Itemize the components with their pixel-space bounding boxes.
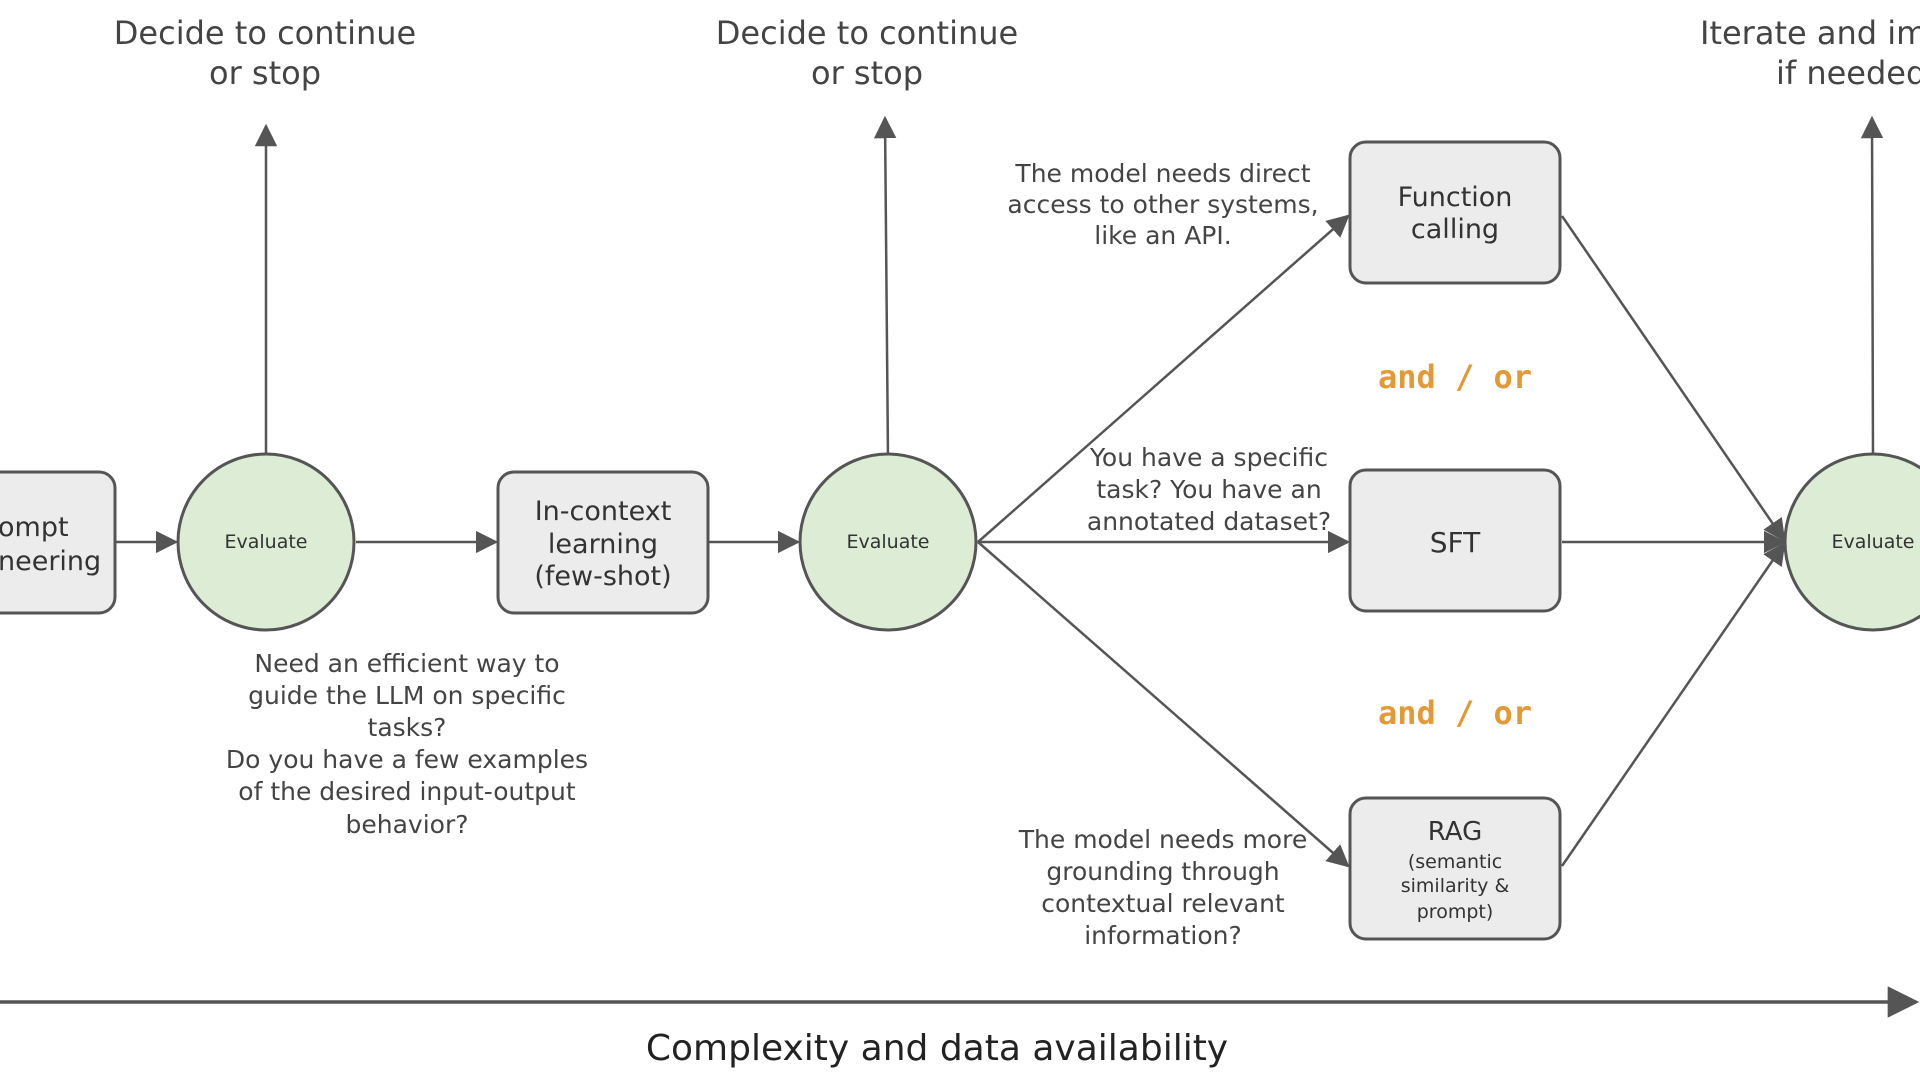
rag-detail-line-2: similarity & [1401, 875, 1510, 897]
prompt-engineering-label-line-2: neering [0, 546, 101, 577]
arrow-evaluate-3-up [1860, 115, 1884, 461]
function-calling-annotation-line-2: access to other systems, [1007, 190, 1318, 219]
rag-annotation-line-3: contextual relevant [1041, 889, 1285, 918]
top-label-left-line-2: or stop [209, 54, 321, 92]
arrow-function-calling-to-evaluate-3 [1560, 215, 1786, 542]
prompt-engineering-label-line-1: ompt [0, 512, 69, 543]
few-shot-annotation-line-2: guide the LLM on specific [248, 681, 566, 710]
in-context-label-line-2: learning [548, 529, 658, 560]
in-context-label-line-1: In-context [535, 496, 672, 527]
and-or-label-lower: and / or [1378, 694, 1532, 732]
sft-label: SFT [1430, 526, 1481, 559]
sft-annotation: You have a specific task? You have an an… [1087, 443, 1331, 536]
few-shot-annotation-line-5: of the desired input-output [238, 777, 576, 806]
sft-annotation-line-1: You have a specific [1089, 443, 1328, 472]
top-label-right-line-2: if needed [1776, 54, 1920, 92]
top-label-middle: Decide to continue or stop [716, 14, 1018, 92]
arrow-evaluate-2-to-rag [977, 541, 1350, 868]
evaluate-node-3: Evaluate [1783, 452, 1920, 632]
rag-detail-line-1: (semantic [1408, 851, 1502, 873]
few-shot-annotation-line-3: tasks? [368, 713, 447, 742]
arrow-rag-to-evaluate-3 [1560, 542, 1786, 867]
function-calling-annotation-line-1: The model needs direct [1014, 159, 1310, 188]
top-label-right-line-1: Iterate and imp [1700, 14, 1920, 52]
complexity-axis-label: Complexity and data availability [646, 1028, 1228, 1069]
few-shot-annotation: Need an efficient way to guide the LLM o… [226, 649, 588, 839]
prompt-engineering-box: ompt neering [0, 470, 117, 615]
function-calling-label-line-2: calling [1411, 214, 1499, 245]
few-shot-annotation-line-6: behavior? [346, 810, 469, 839]
function-calling-annotation-line-3: like an API. [1094, 221, 1231, 250]
and-or-label-upper: and / or [1378, 358, 1532, 396]
rag-annotation-line-1: The model needs more [1018, 825, 1307, 854]
rag-box: RAG (semantic similarity & prompt) [1348, 796, 1562, 941]
sft-annotation-line-3: annotated dataset? [1087, 507, 1331, 536]
few-shot-annotation-line-1: Need an efficient way to [254, 649, 559, 678]
top-label-right: Iterate and imp if needed [1700, 14, 1920, 92]
rag-annotation: The model needs more grounding through c… [1018, 825, 1307, 950]
evaluate-node-2-label: Evaluate [847, 531, 930, 553]
top-label-left: Decide to continue or stop [114, 14, 416, 92]
evaluate-node-1-label: Evaluate [225, 531, 308, 553]
arrow-evaluate-2-up [873, 115, 897, 461]
rag-annotation-line-4: information? [1084, 921, 1242, 950]
rag-title: RAG [1428, 817, 1483, 847]
function-calling-box: Function calling [1348, 140, 1562, 285]
function-calling-label-line-1: Function [1398, 182, 1513, 213]
top-label-middle-line-2: or stop [811, 54, 923, 92]
sft-annotation-line-2: task? You have an [1096, 475, 1321, 504]
few-shot-annotation-line-4: Do you have a few examples [226, 745, 588, 774]
in-context-label-line-3: (few-shot) [534, 561, 671, 592]
rag-annotation-line-2: grounding through [1046, 857, 1279, 886]
in-context-learning-box: In-context learning (few-shot) [496, 470, 710, 615]
evaluate-node-2: Evaluate [798, 452, 978, 632]
evaluate-node-1: Evaluate [176, 452, 356, 632]
function-calling-annotation: The model needs direct access to other s… [1007, 159, 1318, 250]
top-label-left-line-1: Decide to continue [114, 14, 416, 52]
sft-box: SFT [1348, 468, 1562, 613]
arrow-evaluate-2-to-function-calling [977, 214, 1350, 543]
evaluate-node-3-label: Evaluate [1832, 531, 1915, 553]
rag-detail-line-3: prompt) [1417, 901, 1494, 923]
top-label-middle-line-1: Decide to continue [716, 14, 1018, 52]
